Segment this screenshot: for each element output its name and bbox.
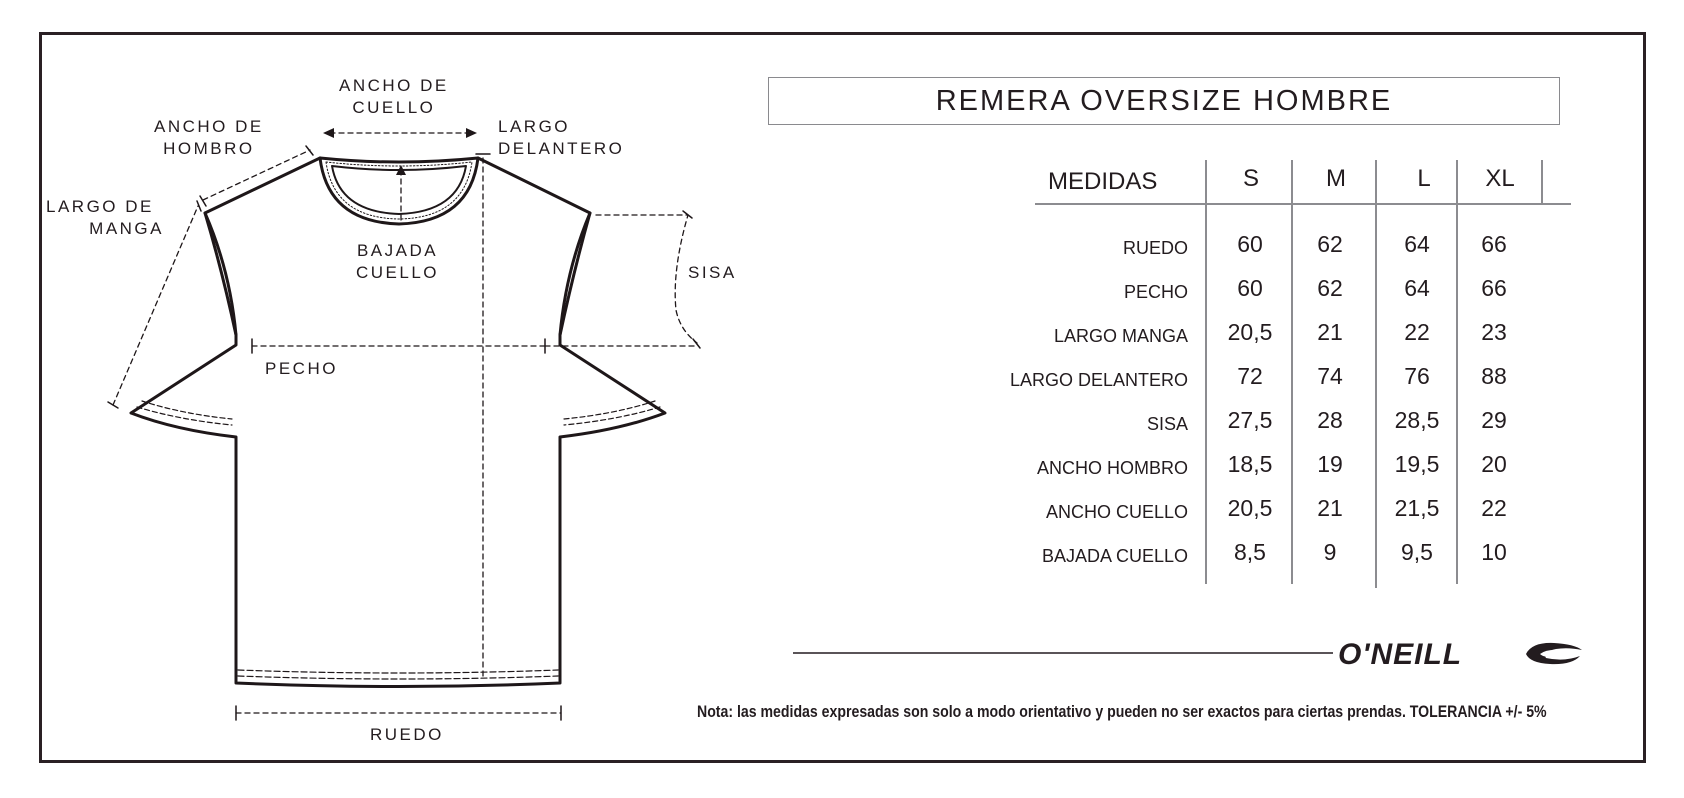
cell-value: 21,5 [1394, 495, 1440, 521]
label-largo-delantero-line2: DELANTERO [498, 139, 625, 158]
brand-rule [793, 652, 1333, 654]
label-sisa: SISA [688, 263, 737, 282]
cell-value: 66 [1481, 275, 1507, 301]
label-ancho-hombro-line1: ANCHO DE [154, 117, 264, 136]
cell-value: 64 [1404, 275, 1430, 301]
cell-value: 64 [1404, 231, 1430, 257]
row-label: ANCHO CUELLO [1045, 502, 1188, 522]
label-bajada-cuello-line2: CUELLO [356, 263, 440, 282]
label-ancho-cuello-line1: ANCHO DE [339, 76, 449, 95]
cell-value: 28 [1317, 407, 1343, 433]
label-bajada-cuello: BAJADA CUELLO [356, 240, 439, 284]
chart-title: REMERA OVERSIZE HOMBRE [768, 77, 1560, 125]
table-col-divider [1375, 160, 1377, 588]
neckline [318, 156, 480, 226]
table-col-divider [1456, 160, 1458, 584]
cell-value: 62 [1317, 275, 1343, 301]
label-largo-delantero: LARGO DELANTERO [498, 116, 624, 160]
cell-value: 60 [1237, 275, 1263, 301]
cell-value: 20 [1481, 451, 1507, 477]
cell-value: 8,5 [1234, 539, 1266, 565]
cell-value: 23 [1481, 319, 1507, 345]
table-header-size-l: L [1417, 165, 1431, 192]
cell-value: 22 [1481, 495, 1507, 521]
row-label: SISA [1146, 414, 1188, 434]
chart-title-text: REMERA OVERSIZE HOMBRE [935, 84, 1393, 117]
table-header-size-xl: XL [1485, 165, 1515, 192]
oneill-wave-logo-icon [1526, 642, 1582, 665]
cell-value: 74 [1317, 363, 1343, 389]
label-ancho-hombro-line2: HOMBRO [163, 139, 255, 158]
cell-value: 22 [1404, 319, 1430, 345]
size-chart-frame [39, 32, 1646, 763]
label-largo-delantero-line1: LARGO [498, 117, 571, 136]
brand-wordmark: O'NEILL [1338, 638, 1463, 671]
footnote: Nota: las medidas expresadas son solo a … [697, 702, 1547, 721]
table-header-size-m: M [1326, 165, 1346, 192]
row-label: LARGO DELANTERO [1009, 370, 1188, 390]
label-ancho-cuello-line2: CUELLO [352, 98, 436, 117]
cell-value: 19,5 [1394, 451, 1440, 477]
cell-value: 29 [1481, 407, 1507, 433]
row-label: RUEDO [1122, 238, 1188, 258]
cell-value: 18,5 [1227, 451, 1273, 477]
cell-value: 76 [1404, 363, 1430, 389]
label-largo-manga-line1: LARGO DE [46, 197, 154, 216]
cell-value: 88 [1481, 363, 1507, 389]
label-ancho-cuello: ANCHO DE CUELLO [339, 75, 449, 119]
label-pecho: PECHO [265, 359, 338, 378]
label-largo-manga: LARGO DE MANGA [46, 196, 164, 240]
largo-manga-guide [112, 205, 199, 406]
cell-value: 19 [1317, 451, 1343, 477]
cell-value: 27,5 [1227, 407, 1273, 433]
cell-value: 21 [1317, 495, 1343, 521]
cell-value: 9 [1323, 539, 1337, 565]
table-header-medidas: MEDIDAS [1048, 168, 1158, 195]
table-col-divider [1541, 160, 1543, 204]
cell-value: 72 [1237, 363, 1263, 389]
row-label: BAJADA CUELLO [1041, 546, 1188, 566]
cell-value: 21 [1317, 319, 1343, 345]
table-col-divider [1205, 160, 1207, 584]
cell-value: 62 [1317, 231, 1343, 257]
cell-value: 60 [1237, 231, 1263, 257]
cell-value: 66 [1481, 231, 1507, 257]
table-header-size-s: S [1242, 165, 1259, 192]
table-header-divider [1035, 203, 1571, 205]
label-bajada-cuello-line1: BAJADA [356, 241, 439, 260]
sisa-guide [595, 214, 698, 344]
row-label: LARGO MANGA [1053, 326, 1188, 346]
cell-value: 9,5 [1401, 539, 1433, 565]
cell-value: 28,5 [1394, 407, 1440, 433]
table-col-divider [1291, 160, 1293, 584]
label-ruedo: RUEDO [370, 725, 444, 744]
label-ancho-hombro: ANCHO DE HOMBRO [154, 116, 264, 160]
cell-value: 20,5 [1227, 319, 1273, 345]
row-label: PECHO [1123, 282, 1188, 302]
ancho-hombro-guide [202, 149, 311, 201]
row-label: ANCHO HOMBRO [1036, 458, 1188, 478]
label-largo-manga-line2: MANGA [89, 219, 164, 238]
cell-value: 10 [1481, 539, 1507, 565]
cell-value: 20,5 [1227, 495, 1273, 521]
